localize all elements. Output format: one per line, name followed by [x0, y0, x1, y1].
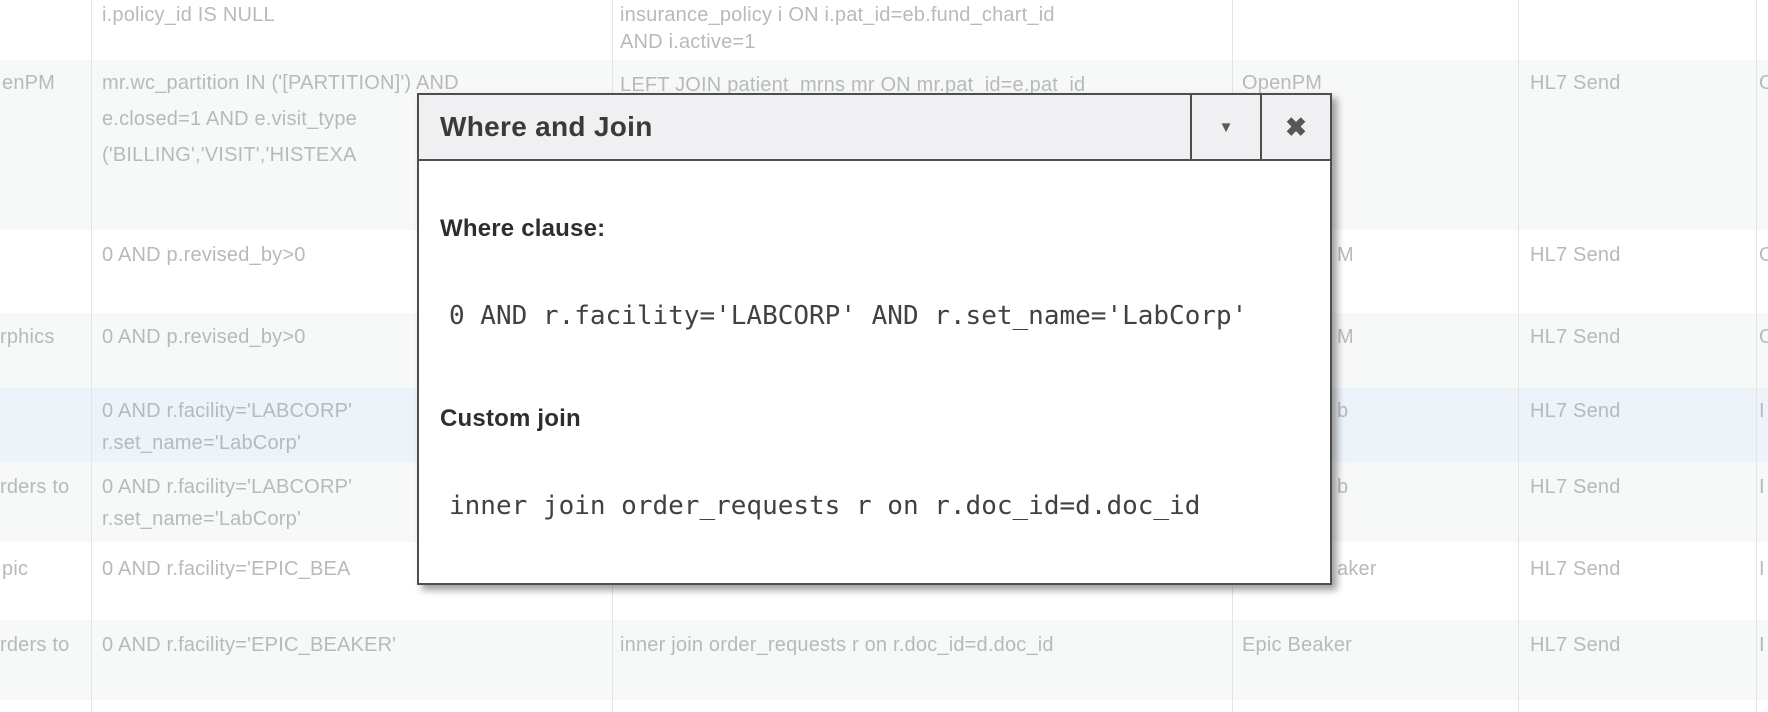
cell-join: AND i.active=1	[620, 31, 756, 53]
cell-source: pic	[2, 558, 29, 580]
where-clause-value: 0 AND r.facility='LABCORP' AND r.set_nam…	[449, 301, 1248, 331]
dialog-body: Where clause: 0 AND r.facility='LABCORP'…	[419, 161, 1330, 583]
cell-system-fragment: aker	[1337, 558, 1377, 580]
cell-system-fragment: M	[1337, 244, 1354, 266]
cell-join: insurance_policy i ON i.pat_id=eb.fund_c…	[620, 4, 1055, 26]
cell-system-fragment: M	[1337, 326, 1354, 348]
cell-action: HL7 Send	[1530, 558, 1621, 580]
cell-edge-fragment: O	[1759, 326, 1768, 348]
cell-where: r.set_name='LabCorp'	[102, 508, 301, 530]
cell-edge-fragment: I	[1759, 476, 1765, 498]
chevron-down-icon: ▼	[1218, 118, 1234, 136]
table-row[interactable]	[0, 700, 1768, 712]
cell-edge-fragment: I	[1759, 558, 1765, 580]
cell-where: 0 AND r.facility='EPIC_BEA	[102, 558, 351, 580]
cell-join: inner join order_requests r on r.doc_id=…	[620, 634, 1054, 656]
dialog-title: Where and Join	[440, 111, 653, 142]
close-icon: ✖	[1285, 112, 1307, 142]
cell-where: 0 AND r.facility='EPIC_BEAKER'	[102, 634, 397, 656]
cell-where: 0 AND r.facility='LABCORP'	[102, 400, 353, 422]
custom-join-label: Custom join	[440, 405, 581, 432]
cell-where: ('BILLING','VISIT','HISTEXA	[102, 144, 357, 166]
table-row[interactable]	[0, 620, 1768, 700]
cell-system: OpenPM	[1242, 72, 1323, 94]
cell-action: HL7 Send	[1530, 326, 1621, 348]
table-row[interactable]	[0, 0, 1768, 60]
cell-where: mr.wc_partition IN ('[PARTITION]') AND	[102, 72, 459, 94]
cell-edge-fragment: I	[1759, 634, 1765, 656]
column-divider	[1756, 0, 1757, 712]
dialog-titlebar[interactable]: Where and Join ▼ ✖	[419, 95, 1330, 161]
cell-where: 0 AND r.facility='LABCORP'	[102, 476, 353, 498]
cell-source: rders to	[0, 476, 70, 498]
cell-join: LEFT JOIN patient_mrns mr ON mr.pat_id=e…	[620, 74, 1086, 96]
cell-edge-fragment: O	[1759, 244, 1768, 266]
cell-where: 0 AND p.revised_by>0	[102, 326, 306, 348]
cell-source: rders to	[0, 634, 70, 656]
cell-source: enPM	[2, 72, 56, 94]
cell-action: HL7 Send	[1530, 72, 1621, 94]
cell-action: HL7 Send	[1530, 476, 1621, 498]
cell-where: i.policy_id IS NULL	[102, 4, 275, 26]
cell-system-fragment: b	[1337, 476, 1349, 498]
cell-where: 0 AND p.revised_by>0	[102, 244, 306, 266]
cell-edge-fragment: I	[1759, 400, 1765, 422]
cell-system-fragment: b	[1337, 400, 1349, 422]
cell-where: e.closed=1 AND e.visit_type	[102, 108, 357, 130]
where-clause-label: Where clause:	[440, 215, 606, 242]
cell-action: HL7 Send	[1530, 244, 1621, 266]
cell-edge-fragment: O	[1759, 72, 1768, 94]
collapse-button[interactable]: ▼	[1190, 95, 1260, 159]
cell-action: HL7 Send	[1530, 634, 1621, 656]
column-divider	[1518, 0, 1519, 712]
cell-action: HL7 Send	[1530, 400, 1621, 422]
column-divider	[91, 0, 92, 712]
custom-join-value: inner join order_requests r on r.doc_id=…	[449, 491, 1201, 521]
cell-system: Epic Beaker	[1242, 634, 1353, 656]
close-button[interactable]: ✖	[1260, 95, 1330, 159]
cell-where: r.set_name='LabCorp'	[102, 432, 301, 454]
where-and-join-dialog: Where and Join ▼ ✖ Where clause: 0 AND r…	[417, 93, 1332, 585]
cell-source: rphics	[0, 326, 55, 348]
